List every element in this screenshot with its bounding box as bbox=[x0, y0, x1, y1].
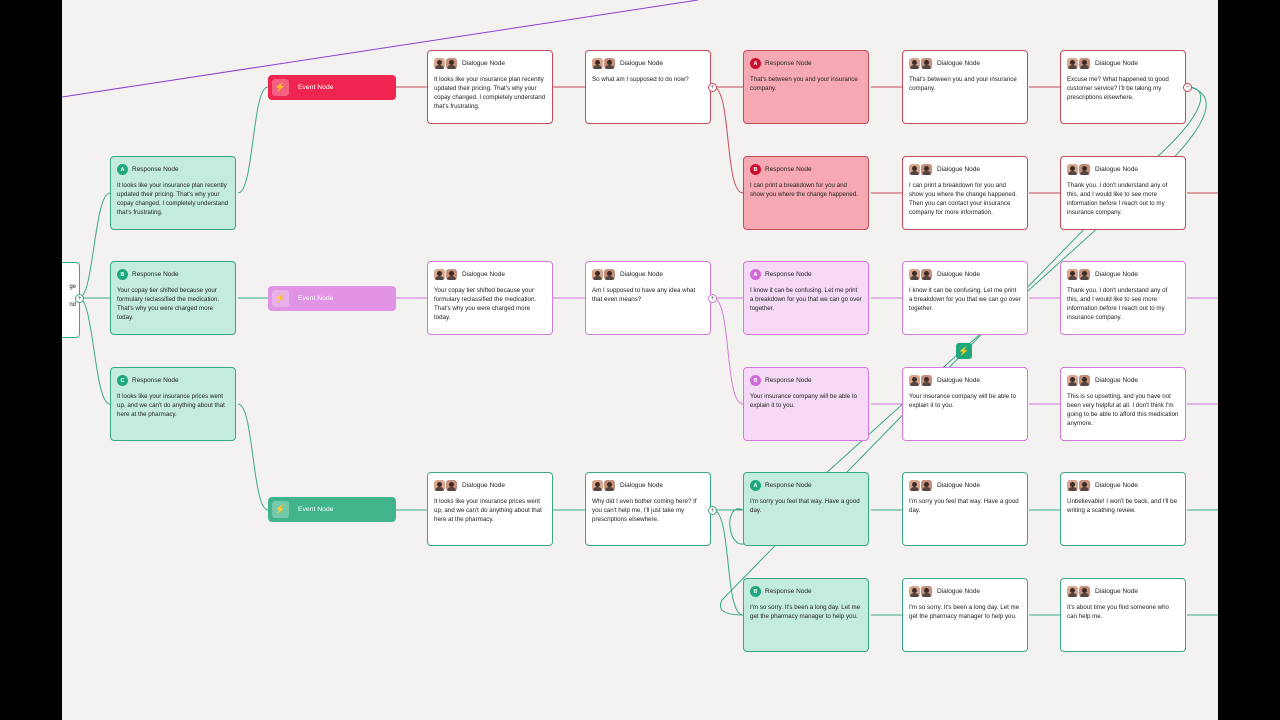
dialogue-node[interactable]: Dialogue Node Thank you. I don't underst… bbox=[1060, 156, 1186, 230]
event-node-green[interactable]: ⚡Event Node bbox=[268, 497, 396, 522]
dialogue-node[interactable]: Dialogue Node So what am I supposed to d… bbox=[585, 50, 711, 124]
avatar-pair bbox=[909, 58, 933, 69]
dialogue-node[interactable]: Dialogue Node It looks like your insuran… bbox=[427, 472, 553, 546]
edge-start-a bbox=[78, 192, 111, 299]
avatar-pair bbox=[909, 164, 933, 175]
dialogue-node[interactable]: Dialogue Node Unbelievable! I won't be b… bbox=[1060, 472, 1186, 546]
avatar-pair bbox=[1067, 164, 1091, 175]
dialogue-node[interactable]: Dialogue Node I know it can be confusing… bbox=[902, 261, 1028, 335]
dialogue-node[interactable]: Dialogue Node This is so upsetting, and … bbox=[1060, 367, 1186, 441]
avatar-pair bbox=[909, 269, 933, 280]
edge-c-event3 bbox=[237, 403, 269, 511]
branch-handle[interactable]: − bbox=[1183, 83, 1192, 92]
lightning-icon: ⚡ bbox=[272, 501, 289, 518]
dialogue-node[interactable]: Dialogue Node Excuse me? What happened t… bbox=[1060, 50, 1186, 124]
dialogue-node[interactable]: Dialogue Node Why did I even bother comi… bbox=[585, 472, 711, 546]
dialogue-node[interactable]: Dialogue Node I'm so sorry. It's been a … bbox=[902, 578, 1028, 652]
dialogue-node[interactable]: Dialogue Node That's between you and you… bbox=[902, 50, 1028, 124]
avatar-pair bbox=[592, 269, 616, 280]
avatar-pair bbox=[1067, 58, 1091, 69]
dialogue-node[interactable]: Dialogue Node Thank you. I don't underst… bbox=[1060, 261, 1186, 335]
badge-c: C bbox=[117, 375, 128, 386]
avatar-pair bbox=[909, 375, 933, 386]
edge-start-c bbox=[78, 297, 111, 405]
avatar-pair bbox=[909, 586, 933, 597]
branch-handle[interactable]: + bbox=[708, 506, 717, 515]
dialogue-node[interactable]: Dialogue Node It's about time you find s… bbox=[1060, 578, 1186, 652]
avatar-pair bbox=[434, 58, 458, 69]
dialogue-node[interactable]: Dialogue Node I'm sorry you feel that wa… bbox=[902, 472, 1028, 546]
lightning-icon: ⚡ bbox=[272, 79, 289, 96]
event-node-red[interactable]: ⚡Event Node bbox=[268, 75, 396, 100]
dialogue-node[interactable]: Dialogue Node It looks like your insuran… bbox=[427, 50, 553, 124]
badge-a: A bbox=[117, 164, 128, 175]
badge-b: B bbox=[117, 269, 128, 280]
lightning-icon[interactable]: ⚡ bbox=[956, 343, 972, 359]
edge-a-event1 bbox=[237, 86, 269, 194]
event-node-pink[interactable]: ⚡Event Node bbox=[268, 286, 396, 311]
dialogue-node[interactable]: Dialogue Node Your copay tier shifted be… bbox=[427, 261, 553, 335]
avatar-pair bbox=[434, 480, 458, 491]
branch-handle[interactable]: + bbox=[75, 294, 84, 303]
dialogue-node[interactable]: Dialogue Node Am I supposed to have any … bbox=[585, 261, 711, 335]
dialogue-node[interactable]: Dialogue Node Your insurance company wil… bbox=[902, 367, 1028, 441]
avatar-pair bbox=[1067, 586, 1091, 597]
avatar-pair bbox=[909, 480, 933, 491]
avatar-pair bbox=[592, 480, 616, 491]
dialogue-node[interactable]: Dialogue Node I can print a breakdown fo… bbox=[902, 156, 1028, 230]
purple-connection-line bbox=[62, 0, 699, 98]
avatar-pair bbox=[1067, 269, 1091, 280]
avatar-pair bbox=[592, 58, 616, 69]
branch-handle[interactable]: + bbox=[708, 294, 717, 303]
avatar-pair bbox=[1067, 480, 1091, 491]
branch-handle[interactable]: + bbox=[708, 83, 717, 92]
lightning-icon: ⚡ bbox=[272, 290, 289, 307]
avatar-pair bbox=[1067, 375, 1091, 386]
avatar-pair bbox=[434, 269, 458, 280]
